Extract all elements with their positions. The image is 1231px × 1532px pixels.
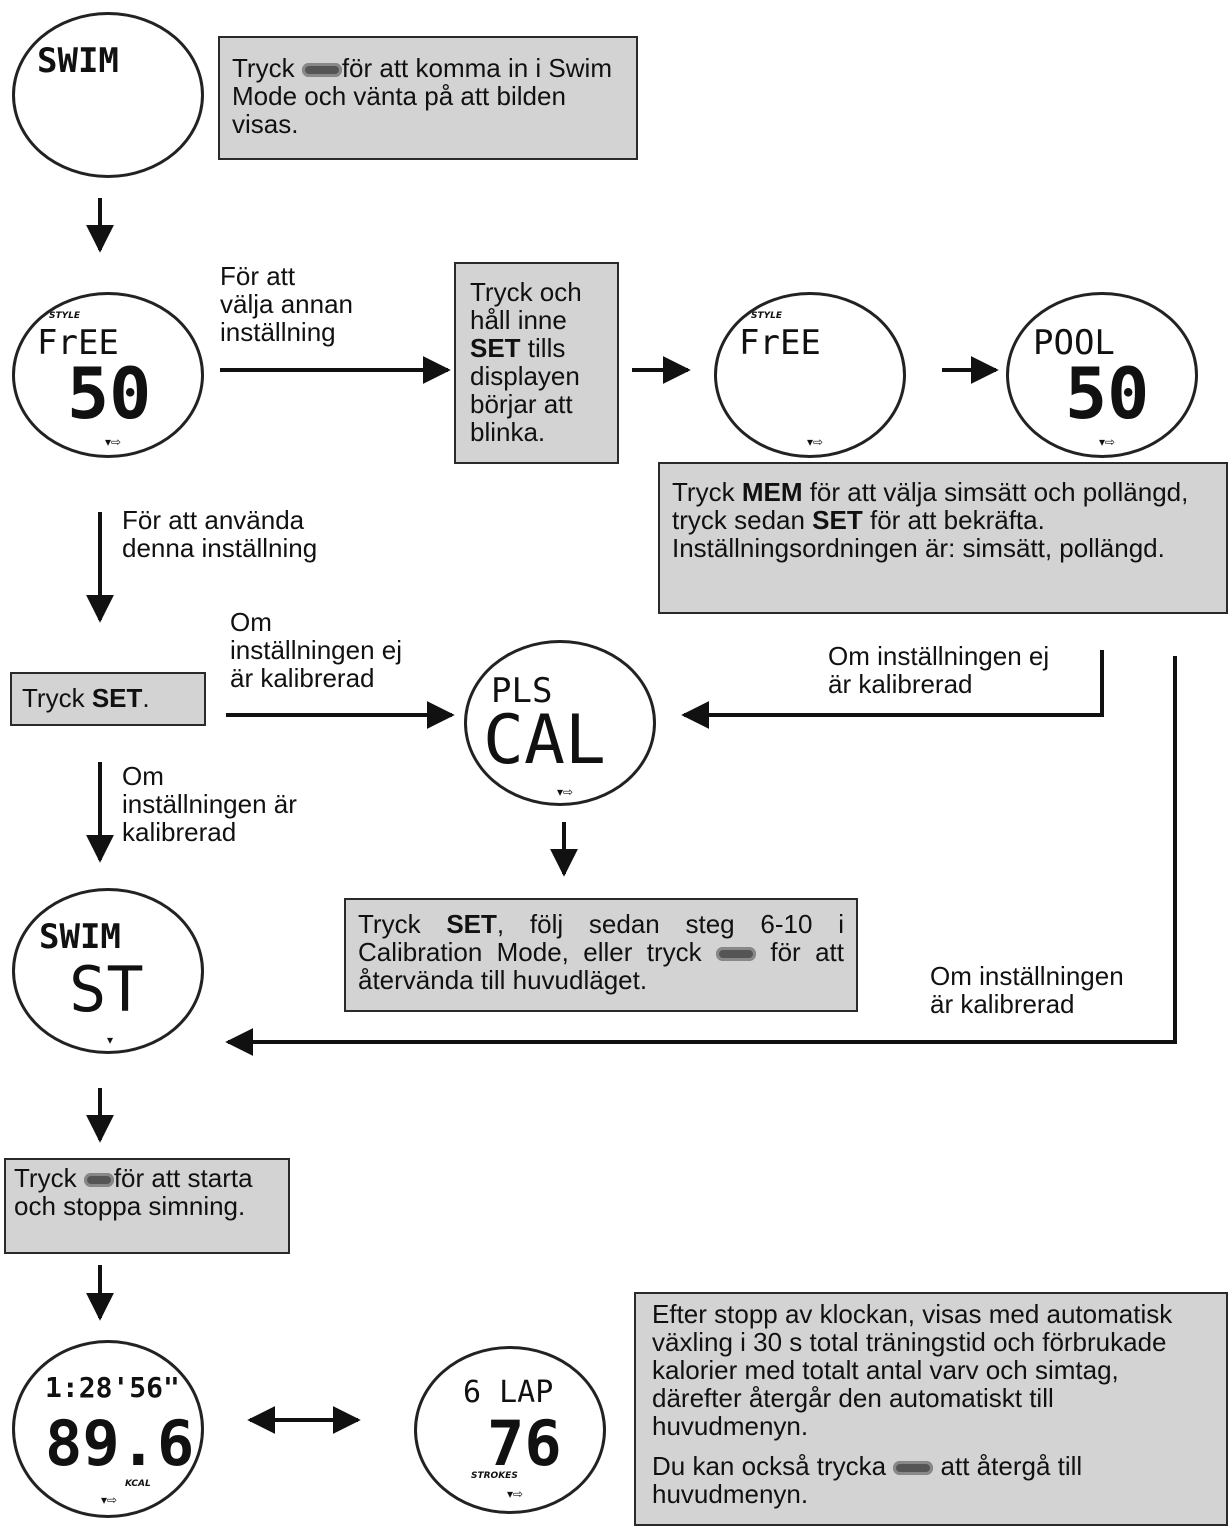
mode-button-icon — [301, 63, 342, 78]
mode-button-icon — [716, 947, 757, 962]
watch-top-text: SWIM — [37, 41, 119, 81]
watch-top-text: 6 LAP — [463, 1375, 554, 1410]
arrow-mem-to-cal — [681, 650, 1104, 729]
watch-indicator: ▾⇨ — [807, 435, 824, 449]
label-choose-other-setting: För att välja annan inställning — [220, 261, 353, 347]
watch-big-number: ST — [69, 953, 144, 1026]
after-stop-paragraph: Efter stopp av klockan, visas med automa… — [652, 1299, 1173, 1441]
watch-big-number: 89.6 — [45, 1407, 195, 1480]
watch-swim-start: SWIM ST ▾ — [12, 888, 204, 1054]
instruction-after-stop: Efter stopp av klockan, visas med automa… — [634, 1292, 1228, 1526]
mode-button-icon — [83, 1173, 114, 1188]
watch-indicator: ▾⇨ — [507, 1487, 524, 1501]
watch-style-tag: STYLE — [49, 311, 81, 321]
label-not-calibrated-right: Om inställningen ej är kalibrerad — [828, 641, 1050, 699]
watch-top-text: FrEE — [37, 323, 119, 363]
watch-pool-50: POOL 50 ▾⇨ — [1006, 292, 1198, 458]
watch-top-text: POOL — [1033, 323, 1115, 363]
watch-swim-display: SWIM — [12, 12, 204, 178]
watch-big-number: 50 — [67, 353, 152, 435]
watch-time-kcal: 1:28'56" 89.6 KCAL ▾⇨ — [12, 1340, 204, 1518]
watch-blinking-free: STYLE FrEE ▾⇨ — [714, 292, 906, 458]
watch-big-number: 76 — [487, 1407, 562, 1480]
label-use-this-setting: För att använda denna inställning — [122, 505, 318, 563]
watch-big-number: CAL — [483, 701, 606, 780]
watch-unit-label: KCAL — [125, 1479, 151, 1489]
watch-top-text: FrEE — [739, 323, 821, 363]
arrow-mem-to-st — [225, 656, 1177, 1056]
label-calibrated-right: Om inställningen är kalibrerad — [930, 961, 1124, 1019]
watch-top-text: SWIM — [39, 917, 121, 957]
label-not-calibrated-left: Om inställningen ej är kalibrerad — [230, 607, 403, 693]
watch-big-number: 50 — [1065, 353, 1150, 435]
watch-top-text: PLS — [491, 671, 553, 711]
watch-please-calibrate: PLS CAL ▾⇨ — [464, 640, 656, 806]
watch-laps-strokes: 6 LAP 76 STROKES ▾⇨ — [414, 1346, 606, 1514]
watch-indicator: ▾⇨ — [105, 435, 122, 449]
watch-top-text: 1:28'56" — [45, 1371, 180, 1404]
instruction-start-stop-swim: Tryck för att starta och stoppa simning. — [4, 1158, 290, 1254]
instruction-enter-swim-mode: Tryck för att komma in i Swim Mode och v… — [218, 36, 638, 160]
watch-indicator: ▾⇨ — [1099, 435, 1116, 449]
watch-style-tag: STYLE — [751, 311, 783, 321]
instruction-press-mem: Tryck MEM för att välja simsätt och poll… — [658, 462, 1228, 614]
watch-indicator: ▾⇨ — [101, 1493, 118, 1507]
watch-indicator: ▾⇨ — [557, 785, 574, 799]
instruction-calibration-mode: Tryck SET, följ sedan steg 6-10 i Calibr… — [344, 898, 858, 1012]
mode-button-icon — [893, 1461, 934, 1476]
watch-style-free-50: STYLE FrEE 50 ▾⇨ — [12, 292, 204, 458]
instruction-hold-set: Tryck och håll inne SET tills displayen … — [454, 262, 619, 464]
instruction-press-set: Tryck SET. — [10, 672, 206, 726]
return-main-paragraph: Du kan också trycka att återgå till huvu… — [652, 1451, 1083, 1509]
watch-indicator: ▾ — [107, 1033, 114, 1047]
watch-unit-label: STROKES — [471, 1471, 518, 1481]
label-calibrated-left: Om inställningen är kalibrerad — [122, 761, 297, 847]
